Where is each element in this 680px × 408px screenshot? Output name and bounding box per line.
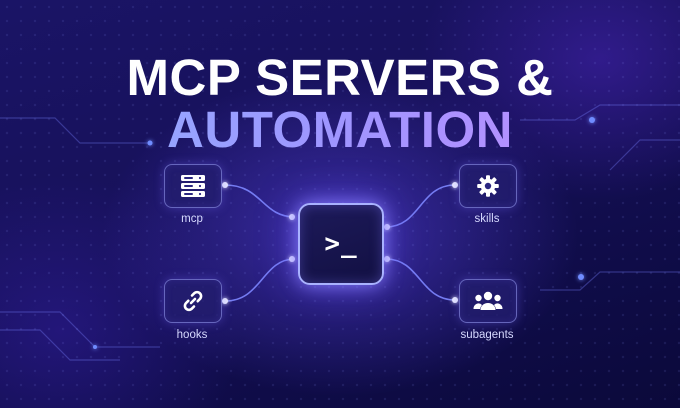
node-label-skills: skills (474, 213, 500, 225)
circuit-dot (589, 117, 595, 123)
connector-hooks (224, 258, 296, 302)
users-icon (473, 291, 503, 310)
circuit-line-left-top (0, 117, 150, 144)
node-subagents (459, 279, 517, 323)
gear-icon (477, 175, 499, 197)
circuit-line-left-bottom-2 (0, 329, 120, 361)
node-hooks (164, 279, 222, 323)
connector-endpoint (452, 182, 458, 188)
node-label-hooks: hooks (176, 329, 208, 341)
terminal-hub: >_ (298, 203, 384, 285)
circuit-dot (578, 274, 584, 280)
circuit-line-left-bottom (0, 311, 160, 348)
server-icon (181, 175, 205, 197)
connector-endpoint (384, 256, 390, 262)
connector-endpoint (384, 224, 390, 230)
circuit-line-right-top-2 (609, 139, 680, 171)
circuit-line-right-bottom (540, 271, 680, 291)
connector-skills (385, 184, 456, 228)
connector-endpoint (289, 214, 295, 220)
node-label-mcp: mcp (181, 213, 203, 225)
circuit-dot (93, 345, 97, 349)
title-line-1: MCP SERVERS & (126, 49, 554, 106)
link-icon (183, 290, 203, 312)
connector-endpoint (222, 298, 228, 304)
node-mcp (164, 164, 222, 208)
circuit-line-right-top (520, 104, 680, 121)
title-line-2: AUTOMATION (0, 102, 680, 158)
connector-endpoint (222, 182, 228, 188)
node-label-subagents: subagents (460, 329, 514, 341)
connector-endpoint (289, 256, 295, 262)
terminal-icon: >_ (324, 229, 358, 259)
node-skills (459, 164, 517, 208)
connector-endpoint (452, 297, 458, 303)
circuit-dot (147, 140, 153, 146)
connector-mcp (224, 184, 296, 218)
connector-subagents (385, 258, 456, 301)
